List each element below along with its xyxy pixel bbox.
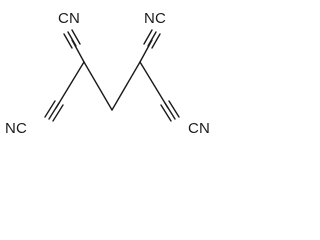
backbone-bond-left-down	[55, 61, 85, 109]
backbone-bond-right-down	[139, 61, 169, 109]
atom-label-c1: C	[58, 10, 69, 27]
atom-label-c4: C	[188, 120, 199, 137]
atom-label-n1: N	[69, 10, 80, 27]
atom-labels: C N N C N C C N	[5, 10, 210, 137]
backbone-bond-right-ch2	[111, 61, 141, 111]
nitrile-bond-4	[160, 100, 180, 122]
atom-label-n3: N	[144, 10, 155, 27]
nitrile-bond-3	[143, 29, 161, 49]
chemical-structure-diagram: C N N C N C C N	[0, 0, 224, 138]
nitrile-bond-1	[63, 29, 81, 49]
atom-label-c2: C	[16, 120, 27, 137]
structure-drawing: C N N C N C C N	[5, 10, 210, 137]
nitrile-bond-2	[44, 100, 64, 122]
backbone-bond-left-ch2	[83, 61, 113, 111]
atom-label-n2: N	[5, 120, 16, 137]
backbone-bonds	[55, 39, 169, 111]
atom-label-n4: N	[199, 120, 210, 137]
atom-label-c3: C	[155, 10, 166, 27]
